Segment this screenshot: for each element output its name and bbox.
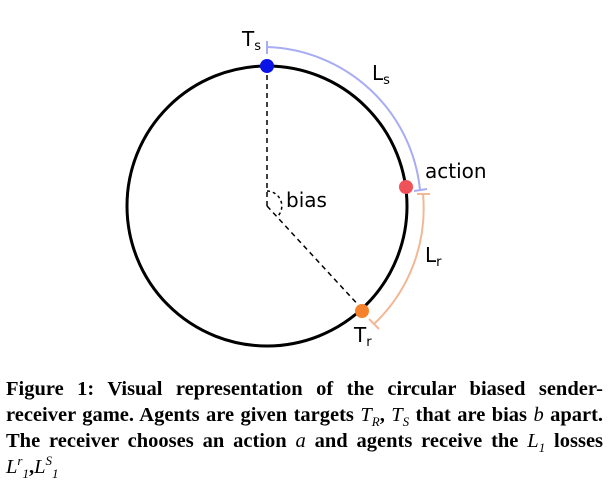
receiver-target-label: Tr xyxy=(353,323,372,350)
sender-loss-label: Ls xyxy=(372,61,390,88)
sender-target-label: Ts xyxy=(241,27,261,54)
action-point xyxy=(399,180,413,194)
bias-label: bias xyxy=(286,188,327,212)
sender-loss-arc xyxy=(266,46,421,191)
caption-text-5: losses xyxy=(554,430,604,452)
math-L1: L1 xyxy=(527,430,546,456)
receiver-loss-arc xyxy=(373,193,425,325)
math-L1S: LS1 xyxy=(34,453,59,482)
sender-target-point xyxy=(260,59,274,73)
math-L1r: Lr1 xyxy=(6,453,29,482)
radius-to-receiver-target xyxy=(266,205,363,310)
sender-loss-arc-end-tick xyxy=(413,188,428,192)
caption-text-3: apart. The receiver chooses an action xyxy=(6,404,604,452)
math-a: a xyxy=(295,430,306,452)
receiver-loss-label: Lr xyxy=(425,243,442,270)
caption-text-1: Visual representation of the circular bi… xyxy=(6,378,603,426)
caption-text-4: and agents receive the xyxy=(314,430,519,452)
bias-angle-arc xyxy=(266,190,283,218)
figure-caption: Figure 1: Visual representation of the c… xyxy=(6,376,603,480)
circular-game-diagram: Ts Ls action bias Lr Tr xyxy=(125,27,487,350)
math-comma: , xyxy=(379,404,385,426)
receiver-target-point xyxy=(355,304,369,318)
math-TR: TR xyxy=(360,404,380,430)
caption-text-2: that are bias xyxy=(415,404,528,426)
math-TS: TS xyxy=(391,404,410,430)
action-label: action xyxy=(425,159,487,183)
receiver-loss-arc-end-tick xyxy=(368,318,380,330)
figure-label: Figure 1: xyxy=(6,378,95,400)
math-comma-2: , xyxy=(28,456,35,478)
math-b: b xyxy=(533,404,544,426)
